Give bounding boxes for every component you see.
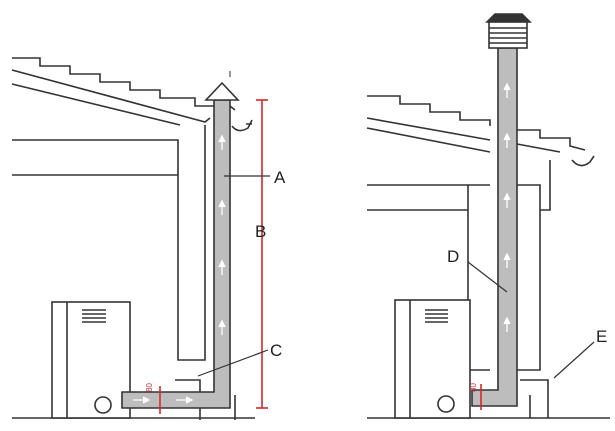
left-roof-underside	[11, 69, 211, 123]
right-ceiling	[367, 160, 551, 211]
flow-arrows-right	[503, 82, 511, 332]
left-gutter	[231, 119, 253, 132]
left-water-heater	[51, 301, 131, 419]
flow-arrows-left	[133, 134, 226, 404]
left-scene	[11, 57, 255, 420]
chimney-cap-icon	[485, 13, 532, 49]
right-water-heater	[394, 299, 471, 419]
right-gutter	[571, 155, 595, 167]
left-vent-pipe	[121, 71, 240, 414]
left-roof-inner	[11, 83, 181, 126]
label-b: B	[255, 222, 266, 241]
right-roof-inner	[366, 127, 491, 153]
label-d: D	[447, 247, 459, 266]
right-roof	[367, 95, 586, 151]
right-roof-underside	[366, 117, 561, 153]
right-scene	[366, 95, 610, 419]
vent-cap-icon	[204, 81, 240, 101]
right-base-block	[520, 379, 549, 418]
left-wall	[12, 125, 206, 361]
left-pipe-size: 80	[145, 383, 154, 392]
right-vent-pipe	[471, 13, 532, 410]
leader-d	[467, 261, 508, 293]
dimension-line-b	[256, 99, 268, 409]
leader-c	[197, 349, 269, 377]
leader-e	[553, 341, 595, 379]
label-a: A	[274, 168, 286, 187]
left-roof	[12, 57, 236, 111]
label-e: E	[596, 327, 607, 346]
right-pipe-size: 80	[469, 383, 478, 392]
label-c: C	[270, 341, 282, 360]
